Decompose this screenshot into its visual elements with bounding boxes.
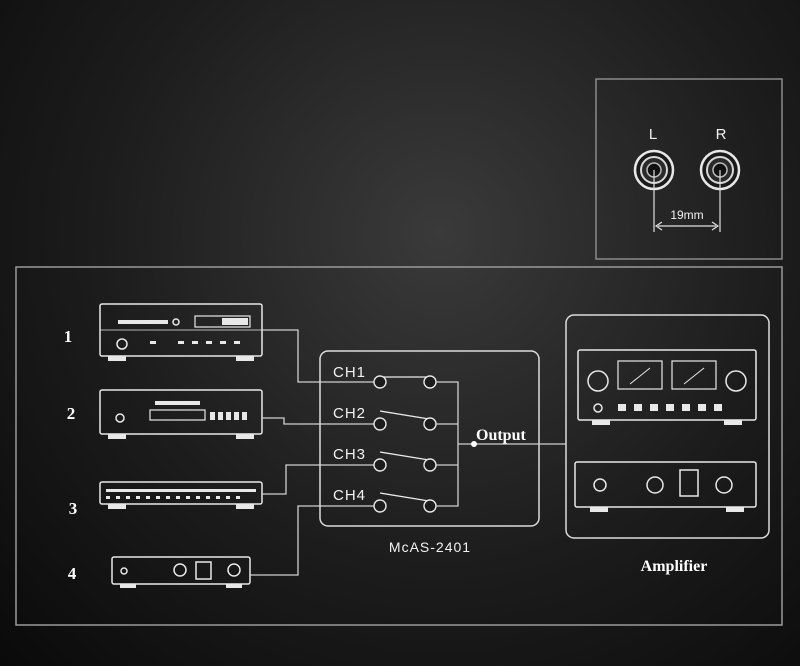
source-number-3: 3 [69, 499, 78, 518]
output-junction [471, 441, 477, 447]
left-jack-label: L [649, 126, 657, 143]
jack-spacing-dimension [653, 170, 721, 232]
right-jack-label: R [716, 126, 727, 143]
switch-ch3 [373, 451, 437, 472]
switch-ch4 [373, 492, 437, 513]
channel-label-4: CH4 [333, 487, 366, 504]
source-device-1 [99, 303, 263, 361]
amplifier-box [565, 314, 770, 539]
source-device-3 [99, 481, 263, 509]
source-number-4: 4 [68, 564, 77, 583]
source-number-2: 2 [67, 404, 76, 423]
main-frame [15, 266, 783, 626]
integrated-amplifier [577, 349, 757, 425]
spacing-label: 19mm [670, 208, 703, 222]
switch-ch1 [373, 375, 437, 389]
channel-label-2: CH2 [333, 405, 366, 422]
output-bus [436, 381, 566, 507]
output-label: Output [476, 427, 526, 444]
switcher-model-label: McAS-2401 [389, 539, 471, 555]
rca-jack-panel: L R 19mm [595, 78, 783, 260]
source-wiring [250, 329, 380, 576]
amplifier-label: Amplifier [641, 558, 708, 575]
headphone-amplifier [574, 461, 757, 512]
source-device-4 [111, 556, 251, 588]
switch-ch2 [373, 410, 437, 431]
channel-label-1: CH1 [333, 364, 366, 381]
switcher-box: CH1 CH2 CH3 CH4 [319, 350, 566, 555]
source-device-2 [99, 389, 263, 439]
channel-label-3: CH3 [333, 446, 366, 463]
source-number-1: 1 [64, 327, 73, 346]
